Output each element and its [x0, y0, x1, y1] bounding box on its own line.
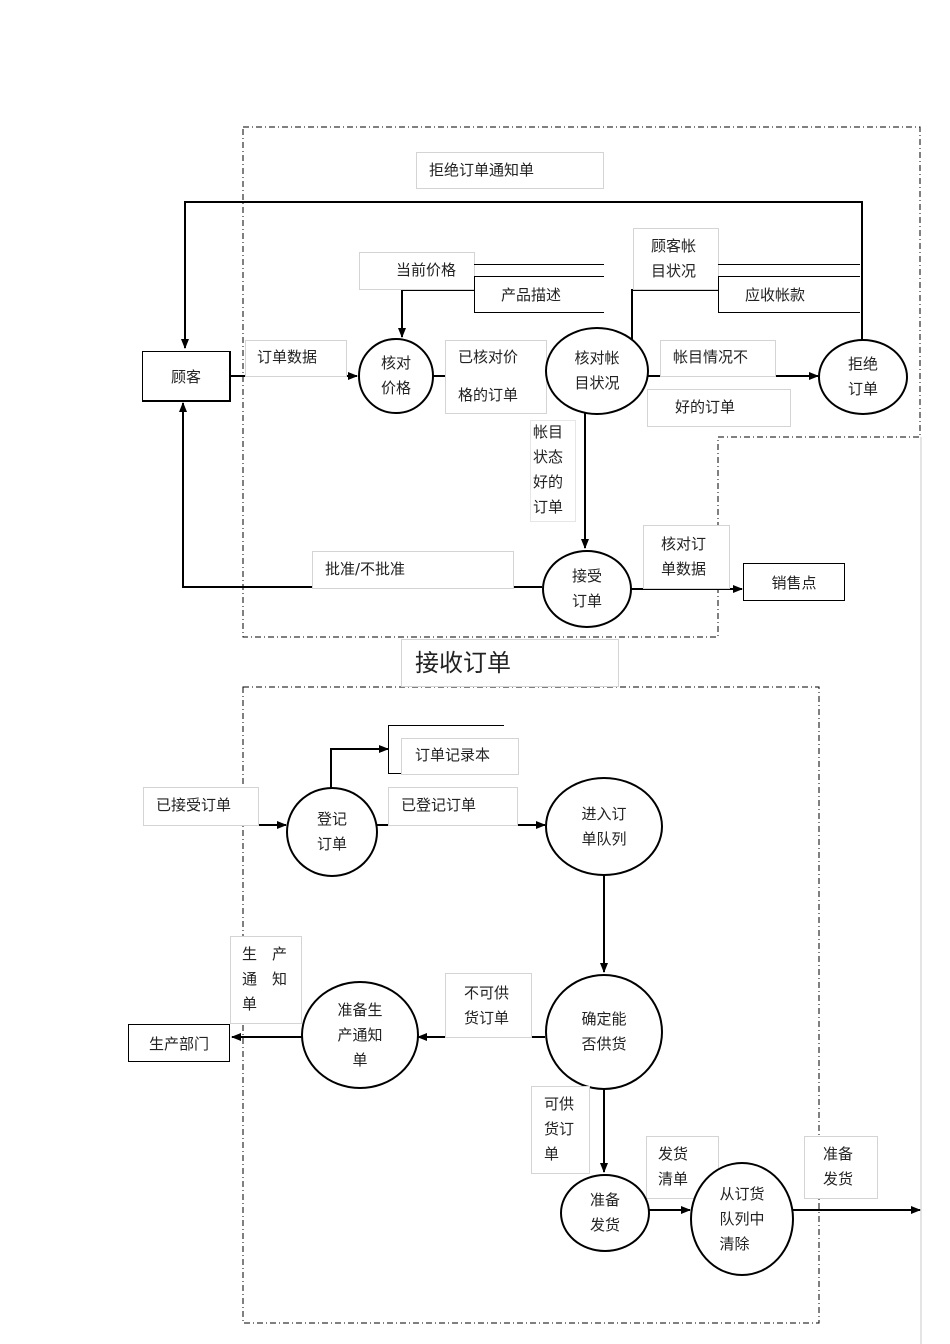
product-desc-store: 产品描述	[474, 276, 604, 313]
register-order-process: 登记 订单	[286, 787, 378, 877]
registered-order-flow	[388, 787, 518, 826]
prepare-ship-label: 准备 发货	[823, 1145, 854, 1188]
customer-entity-label: 顾客	[170, 367, 201, 386]
clear-queue-process: 从订货 队列中 清除	[690, 1162, 794, 1276]
check-price-process: 核对 价格	[358, 338, 434, 414]
cannot-supply-label: 不可供 货订单	[464, 984, 510, 1027]
reject-notice-label: 拒绝订单通知单	[429, 161, 535, 179]
receivables-label: 应收帐款	[745, 286, 806, 304]
reject-notice-flow	[416, 152, 604, 189]
price-checked-flow	[445, 340, 547, 414]
current-price-label: 当前价格	[396, 261, 457, 279]
determine-supply-process: 确定能 否供货	[545, 974, 663, 1090]
customer-entity: 顾客	[142, 351, 231, 402]
accepted-order-label: 已接受订单	[156, 796, 232, 814]
order-record-label: 订单记录本	[415, 746, 491, 764]
approve-label: 批准/不批准	[325, 560, 406, 578]
production-dept-label: 生产部门	[148, 1034, 209, 1053]
section-title: 接收订单	[415, 649, 511, 677]
prepare-notice-process: 准备生 产通知 单	[301, 981, 419, 1089]
production-notice-flow	[230, 936, 302, 1024]
bad-account-flow-bottom	[647, 389, 791, 427]
check-account-process: 核对帐 目状况	[545, 327, 649, 415]
prepare-ship-flow	[804, 1136, 878, 1199]
checked-order-data-label: 核对订 单数据	[661, 535, 707, 578]
order-data-label: 订单数据	[257, 348, 318, 366]
section-title-box	[401, 639, 619, 687]
sales-point-label: 销售点	[771, 573, 817, 592]
registered-order-label: 已登记订单	[401, 796, 477, 814]
reject-order-process: 拒绝 订单	[818, 339, 908, 415]
accept-order-process: 接受 订单	[542, 550, 632, 628]
bad-account-flow-top	[660, 340, 776, 377]
product-desc-store-topline	[474, 264, 604, 265]
receivables-store-topline	[718, 264, 860, 265]
approve-flow	[312, 551, 514, 589]
good-account-flow	[530, 420, 576, 522]
cannot-supply-flow	[445, 973, 532, 1038]
sales-point-entity: 销售点	[743, 563, 845, 601]
production-dept-entity: 生产部门	[128, 1024, 230, 1062]
can-supply-flow	[531, 1086, 590, 1174]
can-supply-label: 可供 货订 单	[544, 1095, 575, 1163]
order-data-flow	[245, 340, 347, 377]
shipping-list-label: 发货 清单	[658, 1145, 689, 1188]
price-checked-label-1: 已核对价	[458, 348, 519, 366]
production-notice-label: 生 产 通 知 单	[242, 945, 288, 1013]
receivables-store: 应收帐款	[718, 276, 860, 313]
accepted-order-flow	[143, 787, 259, 826]
enter-queue-process: 进入订 单队列	[545, 777, 663, 876]
bad-account-label-1: 帐目情况不	[673, 348, 749, 366]
price-checked-label-2: 格的订单	[458, 386, 519, 404]
product-desc-label: 产品描述	[501, 286, 562, 304]
upper-boundary	[242, 126, 921, 638]
order-record-inner	[401, 738, 519, 775]
customer-account-status-flow	[633, 228, 719, 290]
bad-account-label-2: 好的订单	[675, 398, 736, 416]
checked-order-data-flow	[643, 525, 730, 589]
customer-account-status-label: 顾客帐 目状况	[651, 237, 697, 280]
good-account-label: 帐目 状态 好的 订单	[533, 423, 564, 516]
order-record-store-topline	[388, 725, 504, 726]
current-price-flow	[359, 252, 475, 290]
prepare-shipment-process: 准备 发货	[560, 1174, 650, 1252]
